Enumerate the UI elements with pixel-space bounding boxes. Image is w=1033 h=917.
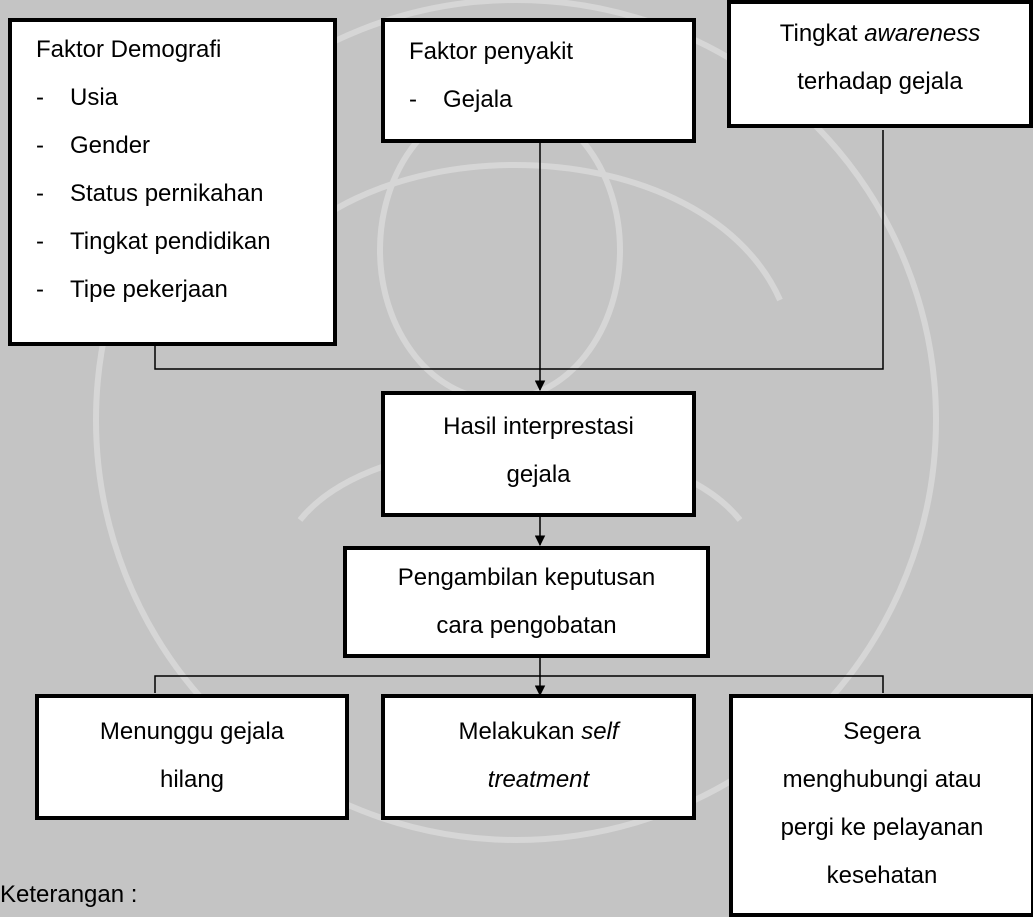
decision-line1: Pengambilan keputusan xyxy=(397,564,656,591)
health-service-line2: menghubungi atau xyxy=(782,766,982,793)
wait-line2: hilang xyxy=(159,766,225,793)
caption-keterangan: Keterangan : xyxy=(0,881,138,908)
health-service-line1: Segera xyxy=(843,718,921,745)
wait-line1: Menunggu gejala xyxy=(99,718,285,745)
list-item: -Gender xyxy=(36,132,151,159)
awareness-line2: terhadap gejala xyxy=(797,68,963,95)
box-faktor-demografi: Faktor Demografi -Usia -Gender -Status p… xyxy=(8,18,337,346)
box-menunggu-gejala: Menunggu gejala hilang xyxy=(35,694,349,820)
box-hasil-interprestasi: Hasil interprestasi gejala xyxy=(381,391,696,517)
awareness-line1: Tingkat awareness xyxy=(779,20,981,47)
connector-branch xyxy=(154,675,884,693)
self-treatment-line1: Melakukan self xyxy=(458,718,619,745)
list-item: -Gejala xyxy=(409,86,513,113)
connector-demographic xyxy=(154,130,884,370)
list-item: -Tingkat pendidikan xyxy=(36,228,271,255)
health-service-line4: kesehatan xyxy=(826,862,938,889)
box-awareness: Tingkat awareness terhadap gejala xyxy=(727,0,1033,128)
box-pengambilan-keputusan: Pengambilan keputusan cara pengobatan xyxy=(343,546,710,658)
disease-title: Faktor penyakit xyxy=(409,38,574,65)
box-pelayanan-kesehatan: Segera menghubungi atau pergi ke pelayan… xyxy=(729,694,1033,917)
interpretation-line2: gejala xyxy=(506,461,571,488)
decision-line2: cara pengobatan xyxy=(436,612,617,639)
self-treatment-line2: treatment xyxy=(487,766,590,793)
list-item: -Usia xyxy=(36,84,119,111)
list-item: -Status pernikahan xyxy=(36,180,264,207)
demographic-title: Faktor Demografi xyxy=(36,36,222,63)
health-service-line3: pergi ke pelayanan xyxy=(780,814,984,841)
list-item: -Tipe pekerjaan xyxy=(36,276,228,303)
box-self-treatment: Melakukan self treatment xyxy=(381,694,696,820)
box-faktor-penyakit: Faktor penyakit -Gejala xyxy=(381,18,696,143)
interpretation-line1: Hasil interprestasi xyxy=(443,413,634,440)
